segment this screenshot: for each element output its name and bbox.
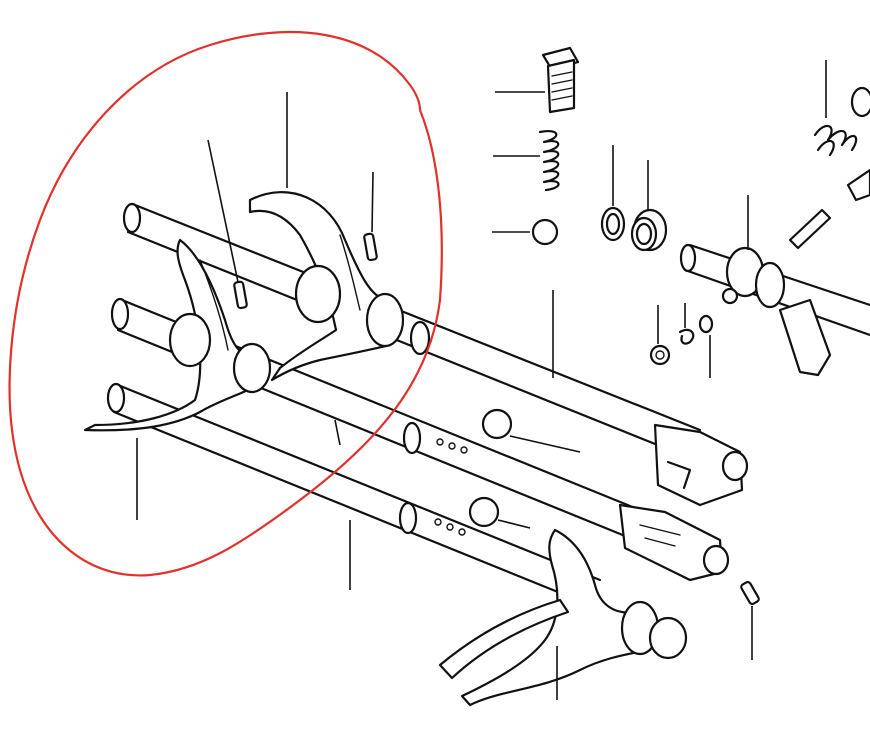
ball-7-b — [468, 496, 500, 528]
ring-34 — [698, 314, 714, 334]
washer-20 — [600, 206, 626, 242]
pin-6-bottom — [740, 580, 760, 606]
seal-19 — [630, 208, 668, 252]
shift-rod-1 — [122, 202, 749, 507]
shift-fork-5-upper — [248, 191, 405, 382]
shift-fork-3 — [438, 528, 688, 707]
ball-7-a — [481, 408, 513, 440]
spring-8-right — [813, 86, 870, 157]
highlight-circle — [8, 31, 443, 577]
pin-6-right — [363, 232, 378, 262]
bolt-10 — [541, 46, 580, 114]
pin-upper-right — [788, 168, 870, 250]
pin-6-left — [233, 280, 248, 310]
shift-fork-5-lower — [83, 238, 272, 432]
rod-detent-grooves — [398, 320, 468, 536]
spring-8-middle — [538, 130, 560, 192]
leader-lines — [136, 60, 827, 700]
shaft-17 — [679, 243, 870, 377]
shift-rod-4 — [106, 382, 602, 607]
ball-7-top — [531, 218, 559, 246]
clip-35 — [678, 328, 695, 345]
nut-36 — [649, 344, 671, 366]
